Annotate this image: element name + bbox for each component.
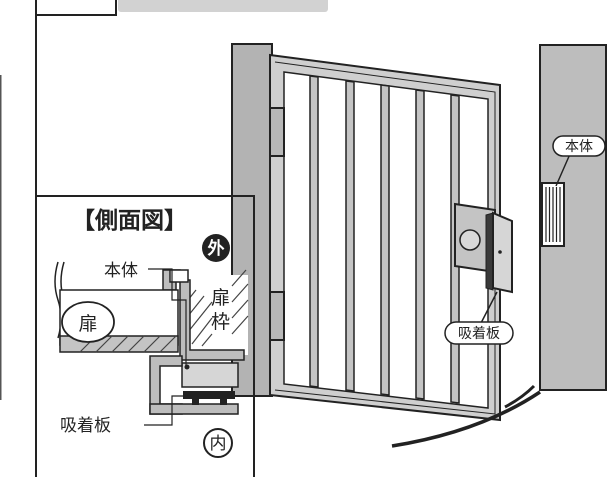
top-box-fragment bbox=[35, 0, 117, 16]
swing-arc-short bbox=[504, 384, 536, 409]
side-plate-label: 吸着板 bbox=[60, 416, 111, 436]
gate-body-label-box bbox=[552, 135, 606, 157]
side-attraction-plate bbox=[183, 391, 235, 399]
gate-bar bbox=[309, 75, 319, 388]
side-plate-leader bbox=[144, 395, 186, 426]
gate-plate-label-box bbox=[444, 321, 514, 345]
frame-top-bar bbox=[169, 269, 189, 283]
plate-holder-base bbox=[149, 403, 239, 415]
magnet-body-stripes bbox=[545, 187, 561, 242]
gate-bar bbox=[380, 84, 390, 396]
door-hatching bbox=[79, 335, 177, 353]
lower-hinge bbox=[269, 291, 285, 341]
side-view-panel: 【側面図】 外 扉 枠 bbox=[37, 195, 255, 477]
frame-label-bottom: 枠 bbox=[211, 311, 230, 333]
gate-plate-label: 吸着板 bbox=[458, 326, 500, 342]
side-view-title: 【側面図】 bbox=[72, 208, 187, 234]
frame-label-top: 扉 bbox=[211, 287, 230, 309]
side-body-leader bbox=[148, 268, 187, 366]
gate-bar bbox=[415, 89, 425, 400]
lock-hole bbox=[459, 229, 481, 251]
gate-bars bbox=[309, 75, 460, 404]
plate-spacer-left bbox=[192, 399, 199, 405]
plate-screw-icon bbox=[498, 250, 502, 254]
gate-illustration: 本体 吸着板 bbox=[231, 43, 607, 448]
outside-badge-icon bbox=[202, 234, 230, 262]
upper-hinge bbox=[269, 107, 285, 157]
door-frame-column bbox=[186, 275, 248, 355]
door-label-oval bbox=[61, 301, 115, 343]
inside-badge: 内 bbox=[210, 434, 227, 454]
swing-arc bbox=[391, 390, 541, 448]
body-marker-icon bbox=[184, 364, 190, 370]
attraction-plate-side bbox=[485, 212, 494, 291]
plate-spacer-right bbox=[220, 399, 227, 405]
attraction-plate bbox=[492, 211, 513, 294]
top-left-fragments bbox=[0, 0, 328, 477]
side-body-label: 本体 bbox=[104, 261, 138, 281]
side-view-panel-border bbox=[37, 195, 255, 477]
side-magnet-body bbox=[181, 362, 239, 388]
gate-bar bbox=[345, 80, 355, 392]
top-gray-bar bbox=[118, 0, 328, 12]
gate-body-label: 本体 bbox=[565, 139, 593, 155]
plate-leader-line bbox=[479, 291, 498, 326]
outside-badge: 外 bbox=[208, 238, 225, 259]
body-leader-line bbox=[555, 153, 571, 187]
inside-badge-icon bbox=[203, 428, 233, 458]
door-label: 扉 bbox=[78, 313, 97, 335]
